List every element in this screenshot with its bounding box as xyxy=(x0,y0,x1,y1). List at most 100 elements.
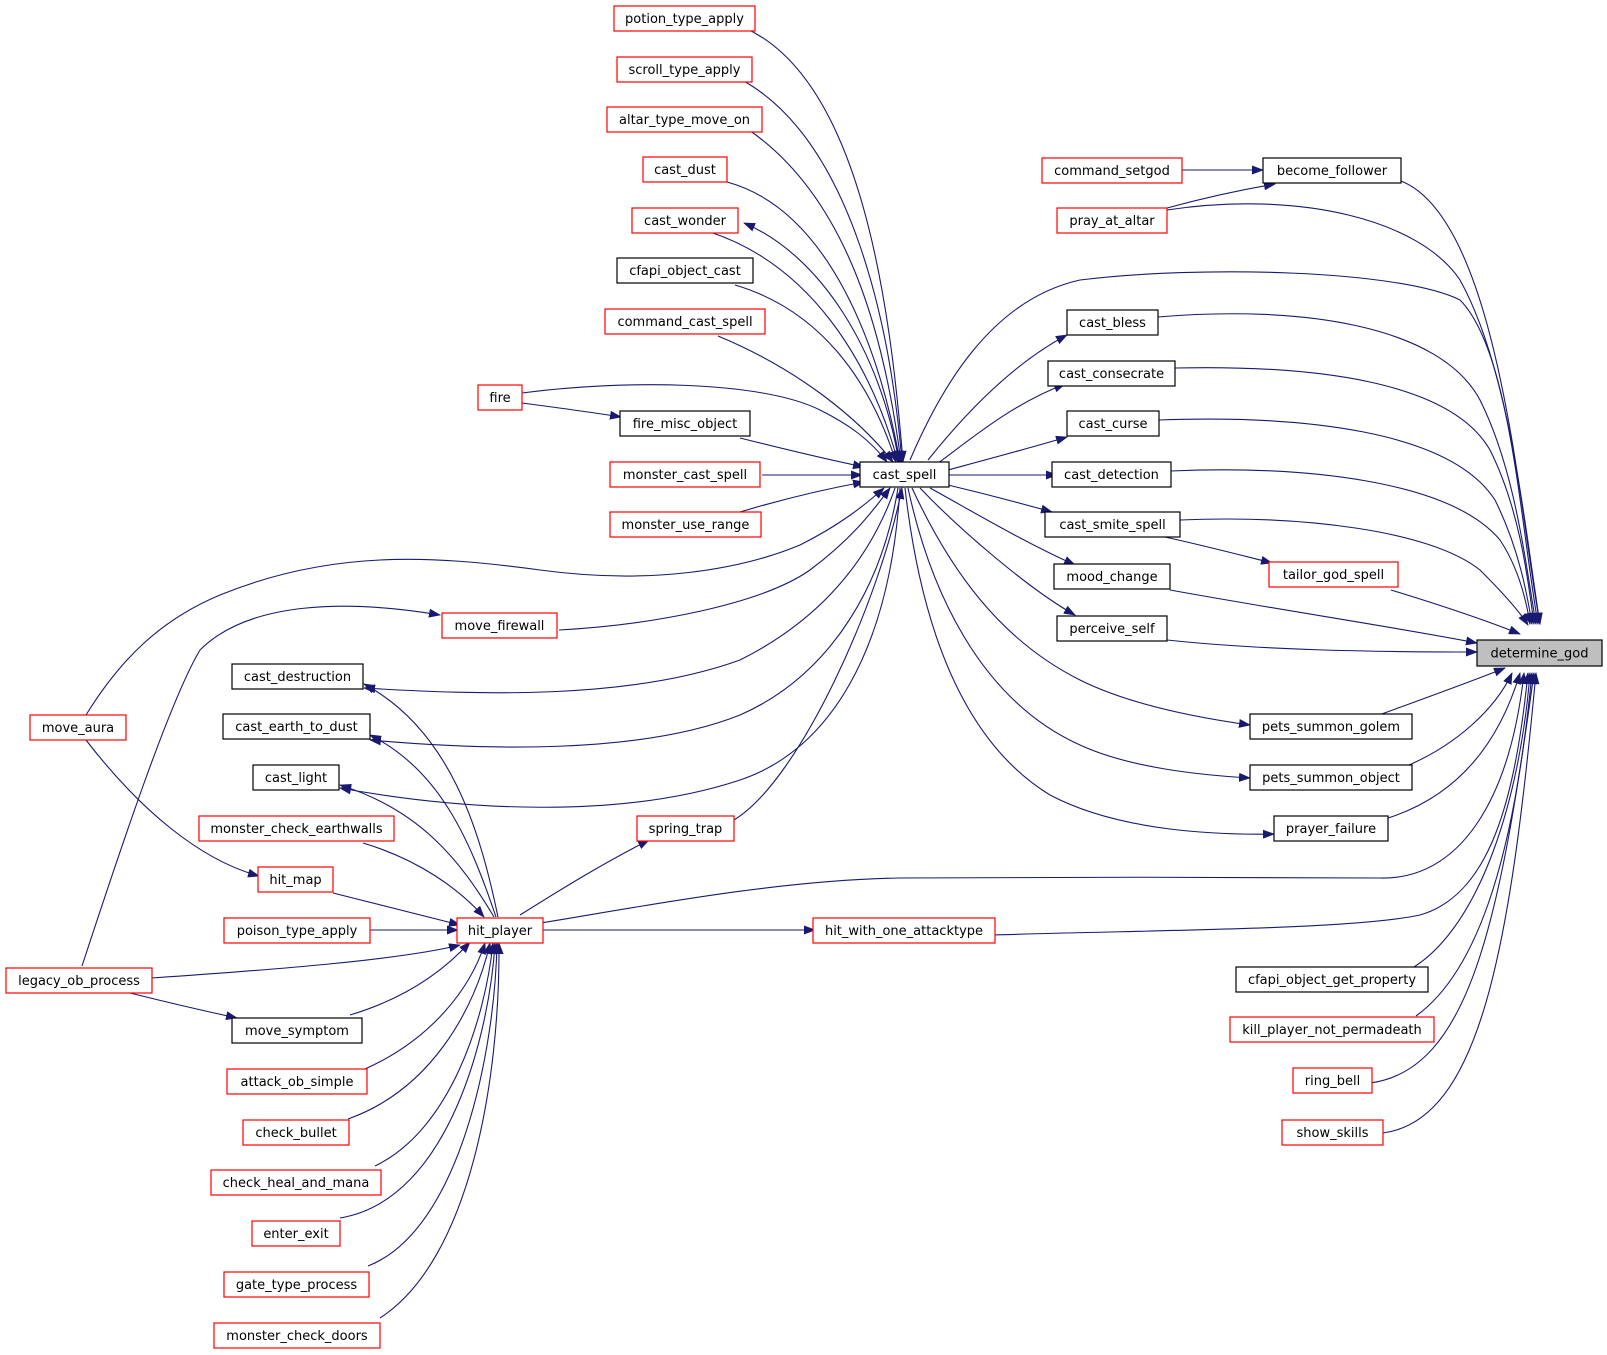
node-cast_bless[interactable]: cast_bless xyxy=(1066,309,1159,336)
node-cast_earth_to_dust[interactable]: cast_earth_to_dust xyxy=(222,713,371,740)
edge-cast_spell-to-mood_change xyxy=(929,487,1076,566)
node-tailor_god_spell[interactable]: tailor_god_spell xyxy=(1268,561,1399,588)
edge-cast_spell-to-cast_destruction xyxy=(363,487,896,694)
node-enter_exit[interactable]: enter_exit xyxy=(251,1220,341,1247)
node-command_cast_spell[interactable]: command_cast_spell xyxy=(604,308,766,335)
edge-ring_bell-to-determine_god xyxy=(1369,672,1537,1084)
edge-altar_type_move_on-to-cast_spell xyxy=(748,129,905,463)
node-label: pray_at_altar xyxy=(1069,214,1155,229)
node-ring_bell[interactable]: ring_bell xyxy=(1292,1067,1373,1094)
node-fire[interactable]: fire xyxy=(477,384,523,411)
edge-cast_spell-to-cast_bless xyxy=(927,334,1068,461)
edge-cfapi_object_cast-to-cast_spell xyxy=(734,284,897,463)
node-check_heal_and_mana[interactable]: check_heal_and_mana xyxy=(210,1169,382,1196)
node-label: cast_curse xyxy=(1079,417,1148,432)
node-label: altar_type_move_on xyxy=(619,113,750,128)
node-hit_with_one_attacktype[interactable]: hit_with_one_attacktype xyxy=(812,917,996,944)
node-cast_consecrate[interactable]: cast_consecrate xyxy=(1047,360,1176,387)
node-spring_trap[interactable]: spring_trap xyxy=(636,815,735,842)
edge-monster_check_doors-to-hit_player xyxy=(379,942,504,1319)
node-label: poison_type_apply xyxy=(237,924,358,939)
node-label: fire xyxy=(489,391,510,406)
node-label: hit_player xyxy=(468,924,533,939)
node-perceive_self[interactable]: perceive_self xyxy=(1056,615,1168,642)
edge-cast_bless-to-determine_god xyxy=(1157,313,1539,625)
node-potion_type_apply[interactable]: potion_type_apply xyxy=(613,5,756,32)
node-cast_curse[interactable]: cast_curse xyxy=(1066,410,1160,437)
node-altar_type_move_on[interactable]: altar_type_move_on xyxy=(606,106,763,133)
edge-prayer_failure-to-determine_god xyxy=(1387,672,1522,819)
node-monster_check_doors[interactable]: monster_check_doors xyxy=(213,1322,381,1349)
node-legacy_ob_process[interactable]: legacy_ob_process xyxy=(5,967,153,994)
edge-show_skills-to-determine_god xyxy=(1382,672,1540,1134)
edge-command_cast_spell-to-cast_spell xyxy=(717,335,894,463)
node-cast_detection[interactable]: cast_detection xyxy=(1051,461,1172,488)
edge-hit_map-to-hit_player xyxy=(332,892,461,927)
node-cast_wonder[interactable]: cast_wonder xyxy=(631,207,739,234)
node-pets_summon_golem[interactable]: pets_summon_golem xyxy=(1249,713,1413,740)
node-poison_type_apply[interactable]: poison_type_apply xyxy=(223,917,371,944)
edge-fire-to-fire_misc_object xyxy=(521,402,622,420)
node-cast_light[interactable]: cast_light xyxy=(252,764,340,791)
edge-cast_smite_spell-to-determine_god xyxy=(1179,518,1529,626)
node-prayer_failure[interactable]: prayer_failure xyxy=(1273,815,1389,842)
node-cast_spell[interactable]: cast_spell xyxy=(859,461,950,488)
edge-legacy_ob_process-to-move_symptom xyxy=(129,992,238,1021)
edge-hit_with_one_attacktype-to-determine_god xyxy=(991,672,1532,936)
node-hit_player[interactable]: hit_player xyxy=(456,917,544,944)
node-cast_dust[interactable]: cast_dust xyxy=(642,156,728,183)
node-pray_at_altar[interactable]: pray_at_altar xyxy=(1056,207,1168,234)
edge-enter_exit-to-hit_player xyxy=(339,942,499,1219)
node-scroll_type_apply[interactable]: scroll_type_apply xyxy=(616,56,753,83)
node-check_bullet[interactable]: check_bullet xyxy=(242,1119,350,1146)
node-monster_use_range[interactable]: monster_use_range xyxy=(609,511,762,538)
edge-cast_spell-to-cast_curse xyxy=(947,435,1068,471)
node-label: tailor_god_spell xyxy=(1283,568,1384,583)
node-label: become_follower xyxy=(1277,164,1388,179)
node-monster_cast_spell[interactable]: monster_cast_spell xyxy=(609,461,761,488)
node-label: hit_with_one_attacktype xyxy=(825,924,983,939)
node-show_skills[interactable]: show_skills xyxy=(1281,1119,1384,1146)
node-label: scroll_type_apply xyxy=(629,63,741,78)
node-attack_ob_simple[interactable]: attack_ob_simple xyxy=(226,1068,368,1095)
node-cfapi_object_get_property[interactable]: cfapi_object_get_property xyxy=(1235,966,1429,993)
node-label: kill_player_not_permadeath xyxy=(1242,1023,1422,1038)
node-label: monster_check_earthwalls xyxy=(210,822,383,837)
node-label: cast_destruction xyxy=(244,670,351,685)
edge-monster_check_earthwalls-to-hit_player xyxy=(362,842,485,918)
edge-move_symptom-to-hit_player xyxy=(349,941,471,1016)
node-fire_misc_object[interactable]: fire_misc_object xyxy=(619,410,751,437)
node-move_symptom[interactable]: move_symptom xyxy=(231,1017,363,1044)
edge-pets_summon_golem-to-determine_god xyxy=(1378,667,1506,716)
node-move_firewall[interactable]: move_firewall xyxy=(441,612,558,639)
node-determine_god[interactable]: determine_god xyxy=(1476,639,1603,667)
node-monster_check_earthwalls[interactable]: monster_check_earthwalls xyxy=(198,815,395,842)
node-mood_change[interactable]: mood_change xyxy=(1053,563,1171,590)
edge-legacy_ob_process-to-move_firewall xyxy=(81,605,441,967)
node-label: cast_dust xyxy=(654,163,716,178)
edge-cast_curse-to-determine_god xyxy=(1158,418,1535,625)
node-become_follower[interactable]: become_follower xyxy=(1262,157,1402,184)
node-cast_smite_spell[interactable]: cast_smite_spell xyxy=(1044,511,1181,538)
edge-pets_summon_object-to-determine_god xyxy=(1408,672,1513,766)
node-label: cast_earth_to_dust xyxy=(235,720,358,735)
node-kill_player_not_permadeath[interactable]: kill_player_not_permadeath xyxy=(1229,1016,1435,1043)
node-cast_destruction[interactable]: cast_destruction xyxy=(231,663,364,690)
node-move_aura[interactable]: move_aura xyxy=(29,714,127,741)
edge-cast_spell-to-pets_summon_golem xyxy=(911,487,1251,728)
node-label: legacy_ob_process xyxy=(18,974,140,989)
node-pets_summon_object[interactable]: pets_summon_object xyxy=(1249,764,1413,791)
edge-become_follower-to-determine_god xyxy=(1400,180,1543,625)
node-gate_type_process[interactable]: gate_type_process xyxy=(223,1271,370,1298)
edge-fire_misc_object-to-cast_spell xyxy=(739,437,865,470)
node-label: enter_exit xyxy=(263,1227,328,1242)
node-cfapi_object_cast[interactable]: cfapi_object_cast xyxy=(616,257,754,284)
node-command_setgod[interactable]: command_setgod xyxy=(1041,157,1183,184)
node-label: command_setgod xyxy=(1054,164,1170,179)
node-hit_map[interactable]: hit_map xyxy=(257,866,334,893)
node-label: ring_bell xyxy=(1305,1074,1360,1089)
node-label: check_bullet xyxy=(255,1126,336,1141)
edge-move_firewall-to-cast_spell xyxy=(558,487,891,631)
node-label: cast_consecrate xyxy=(1059,367,1164,382)
